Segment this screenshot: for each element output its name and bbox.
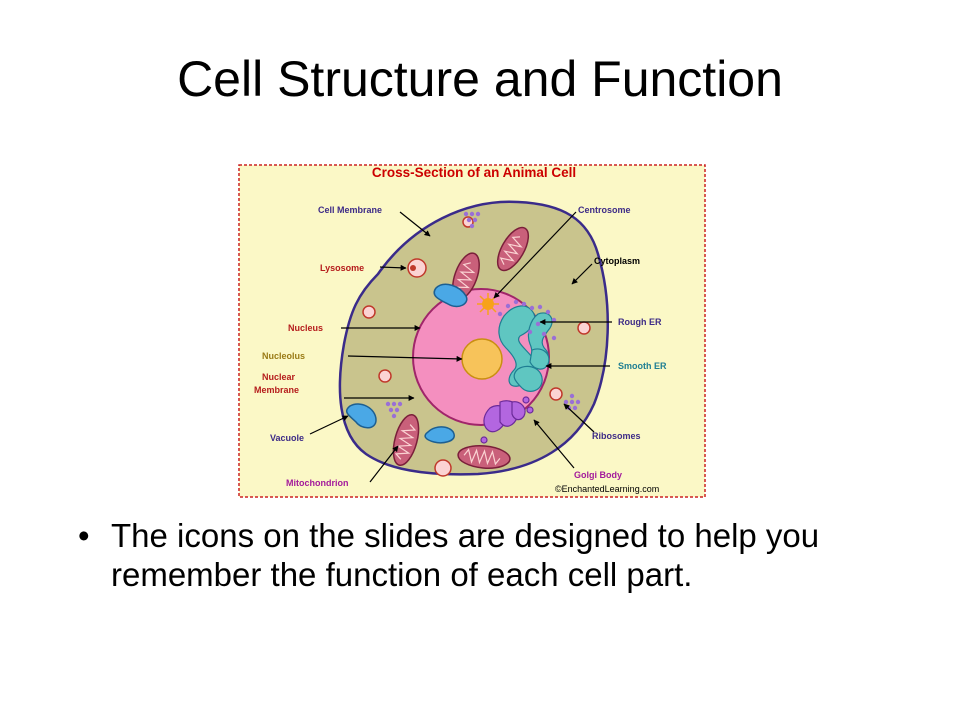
er-ribosome-dots bbox=[497, 299, 557, 341]
diagram-credit: ©EnchantedLearning.com bbox=[555, 484, 659, 494]
label-mitochondrion: Mitochondrion bbox=[286, 478, 349, 488]
label-nuclear-membrane-line1: Nuclear bbox=[262, 372, 296, 382]
label-cell-membrane: Cell Membrane bbox=[318, 205, 382, 215]
mitochondrion-shapes bbox=[392, 226, 530, 469]
vacuole-shapes bbox=[345, 283, 468, 444]
slide-title: Cell Structure and Function bbox=[177, 51, 783, 107]
bullet-list: • The icons on the slides are designed t… bbox=[78, 517, 898, 594]
bullet-dot-icon: • bbox=[78, 517, 90, 554]
label-nucleolus: Nucleolus bbox=[262, 351, 305, 361]
centrosome-shape bbox=[477, 293, 499, 315]
diagram-heading: Cross-Section of an Animal Cell bbox=[372, 165, 576, 180]
label-nucleus: Nucleus bbox=[288, 323, 323, 333]
label-pointer-lines bbox=[309, 211, 612, 483]
lysosome-shapes bbox=[362, 216, 591, 477]
label-cytoplasm: Cytoplasm bbox=[594, 256, 640, 266]
bullet-text: The icons on the slides are designed to … bbox=[111, 517, 820, 593]
label-golgi-body: Golgi Body bbox=[574, 470, 622, 480]
golgi-body-shape bbox=[480, 396, 534, 444]
animal-cell-diagram: Cross-Section of an Animal Cell Cell Mem… bbox=[238, 164, 706, 498]
smooth-er-shape bbox=[513, 348, 550, 392]
label-smooth-er: Smooth ER bbox=[618, 361, 667, 371]
bullet-item: • The icons on the slides are designed t… bbox=[78, 517, 898, 594]
label-centrosome: Centrosome bbox=[578, 205, 631, 215]
label-lysosome: Lysosome bbox=[320, 263, 364, 273]
label-vacuole: Vacuole bbox=[270, 433, 304, 443]
label-rough-er: Rough ER bbox=[618, 317, 662, 327]
nucleolus-shape bbox=[461, 338, 503, 380]
label-nuclear-membrane-line2: Membrane bbox=[254, 385, 299, 395]
cell-diagram-svg: Cross-Section of an Animal Cell Cell Mem… bbox=[238, 164, 706, 498]
label-ribosomes: Ribosomes bbox=[592, 431, 641, 441]
